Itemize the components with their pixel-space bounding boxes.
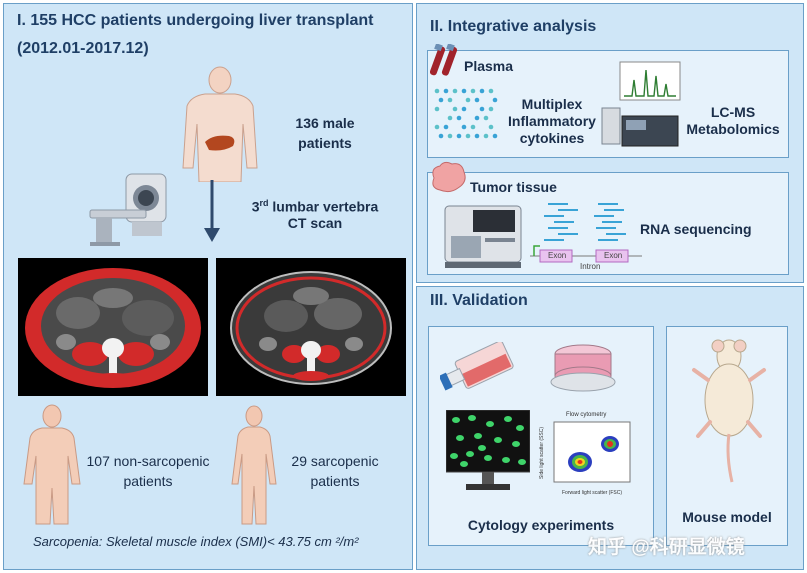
petri-dish-icon <box>550 344 616 392</box>
cytokine-dot <box>492 133 498 139</box>
cytokine-dot <box>479 106 485 112</box>
cytokine-dot <box>434 88 440 94</box>
rna-sequencing-label: RNA sequencing <box>640 221 752 237</box>
cytokine-dot <box>434 106 440 112</box>
mouse-icon <box>692 339 766 483</box>
flow-ylabel: Side light scatter (SSC) <box>538 427 545 479</box>
ct-scanner-icon <box>89 173 167 246</box>
flow-cytometry-title: Flow cytometry <box>566 412 607 418</box>
fluorescent-cell <box>518 459 526 465</box>
male-patients-line1: 136 male <box>295 115 355 131</box>
fluorescent-cell <box>460 461 468 467</box>
cytokine-dot <box>434 124 440 130</box>
fluorescent-cell <box>478 445 486 451</box>
cytokine-dot <box>461 124 467 130</box>
lc-ms-instrument-icon <box>601 61 681 147</box>
cytokine-dot <box>483 133 489 139</box>
fluorescent-cell <box>452 417 460 423</box>
cytokine-dot <box>488 88 494 94</box>
cytokine-dot <box>438 133 444 139</box>
sarcopenic-line1: 29 sarcopenic <box>291 453 379 469</box>
male-patients-line2: patients <box>298 135 352 151</box>
exon-label-1: Exon <box>548 251 567 260</box>
panel3-title: III. Validation <box>430 292 528 309</box>
non-sarcopenic-patient-icon <box>23 404 81 525</box>
ct-scan-line2: CT scan <box>287 215 343 231</box>
cytokine-dot <box>465 133 471 139</box>
flow-cytometry-plot <box>553 421 631 483</box>
cytokine-dot <box>452 106 458 112</box>
lcms-line1: LC-MS <box>710 104 756 120</box>
intron-label: Intron <box>580 262 601 271</box>
tumor-tissue-icon <box>432 161 466 193</box>
cytokine-dot <box>474 115 480 121</box>
cytokine-dot <box>461 88 467 94</box>
sarcopenic-line2: patients <box>310 473 360 489</box>
ct-scan-line1: 3rd lumbar vertebra <box>251 198 379 215</box>
cytokine-dot <box>470 124 476 130</box>
exon-label-2: Exon <box>604 251 623 260</box>
cell-culture-flask-icon <box>440 342 514 391</box>
fluorescent-cell <box>450 453 458 459</box>
lcms-line2: Metabolomics <box>686 121 780 137</box>
tumor-tissue-label: Tumor tissue <box>470 179 557 195</box>
cytokine-dot <box>488 106 494 112</box>
non-sarcopenic-line2: patients <box>123 473 173 489</box>
cytokines-dots-icon <box>434 88 498 139</box>
plasma-label: Plasma <box>464 58 514 74</box>
cytokine-dot <box>447 133 453 139</box>
down-arrow-icon <box>204 180 220 242</box>
fluorescent-cell <box>468 415 476 421</box>
cytology-label: Cytology experiments <box>467 517 615 533</box>
cytokine-dot <box>488 124 494 130</box>
rna-reads-diagram <box>530 203 642 263</box>
sequencer-icon <box>444 205 522 268</box>
cytokine-dot <box>483 115 489 121</box>
fluorescent-cell <box>486 421 494 427</box>
cytokine-dot <box>492 97 498 103</box>
fluorescent-cell <box>484 455 492 461</box>
panel2-title: II. Integrative analysis <box>430 18 597 35</box>
cytokine-dot <box>447 115 453 121</box>
sarcopenic-patient-icon <box>231 405 277 525</box>
panel1-subtitle: (2012.01-2017.12) <box>17 40 149 57</box>
cytokine-dot <box>465 97 471 103</box>
cytokine-dot <box>456 115 462 121</box>
fluorescent-cell <box>502 457 510 463</box>
ct-image-non-sarcopenic <box>18 258 208 396</box>
cytokine-dot <box>443 124 449 130</box>
multiplex-line2: Inflammatory <box>508 113 596 129</box>
cytokine-dot <box>470 88 476 94</box>
fluorescent-cell <box>504 416 512 422</box>
watermark-text: 知乎 @科研显微镜 <box>588 537 745 558</box>
cytokine-dot <box>452 88 458 94</box>
cytokine-dot <box>474 97 480 103</box>
mouse-model-label: Mouse model <box>682 509 772 525</box>
multiplex-line1: Multiplex <box>521 96 583 112</box>
fluorescent-cell <box>516 425 524 431</box>
fluorescent-cell <box>474 433 482 439</box>
cytokine-dot <box>447 97 453 103</box>
fluorescent-cell <box>466 451 474 457</box>
cytokine-dot <box>474 133 480 139</box>
cytokine-dot <box>443 88 449 94</box>
cytokine-dot <box>438 97 444 103</box>
ct-image-sarcopenic <box>216 258 406 396</box>
panel1-title: I. 155 HCC patients undergoing liver tra… <box>17 12 374 29</box>
multiplex-line3: cytokines <box>519 130 585 146</box>
flow-xlabel: Forward light scatter (FSC) <box>562 490 623 496</box>
cytokine-dot <box>461 106 467 112</box>
non-sarcopenic-line1: 107 non-sarcopenic <box>86 453 210 469</box>
cytokine-dot <box>479 88 485 94</box>
fluorescent-cell <box>512 441 520 447</box>
blood-tube-icon <box>430 44 458 76</box>
sarcopenia-definition: Sarcopenia: Skeletal muscle index (SMI)<… <box>33 534 359 549</box>
cytokine-dot <box>456 133 462 139</box>
fluorescent-cell <box>494 437 502 443</box>
fluorescence-monitor-icon <box>446 410 530 490</box>
male-patient-icon <box>182 66 258 182</box>
fluorescent-cell <box>456 435 464 441</box>
